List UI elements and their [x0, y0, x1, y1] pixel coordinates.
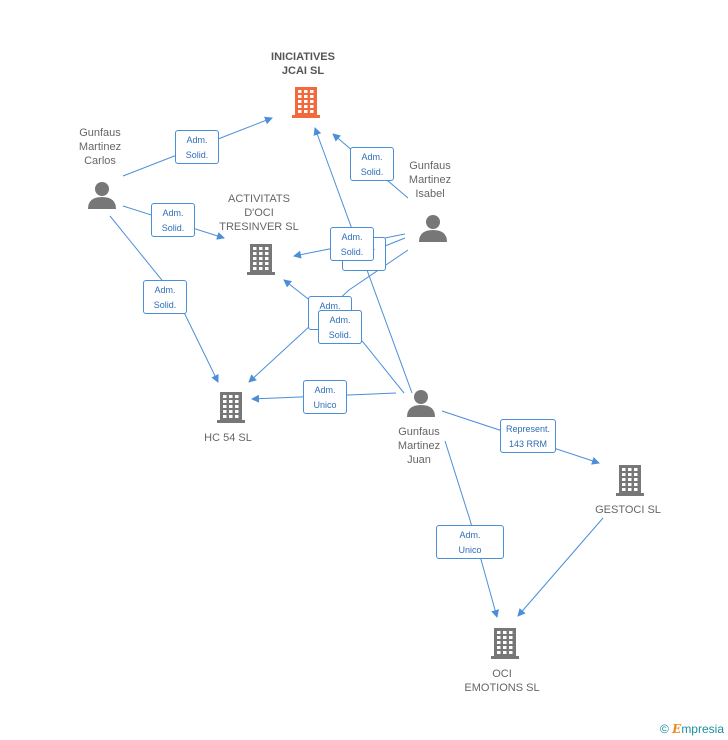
node-label-line: INICIATIVES	[271, 51, 335, 63]
edge-label-text: Solid.	[328, 330, 352, 340]
edge-label-text: Unico	[458, 545, 482, 555]
edge-label-text: Adm.	[162, 208, 184, 218]
person-icon[interactable]	[419, 215, 447, 242]
node-label-activitats[interactable]: ACTIVITATS D'OCI TRESINVER SL	[219, 192, 298, 234]
node-label-line: OCI	[492, 668, 512, 680]
node-label-line: Carlos	[84, 155, 116, 167]
edge-label-box[interactable]: Adm. Unico	[303, 380, 347, 414]
node-label-line: JCAI SL	[281, 65, 325, 77]
edge-label-text: Represent.	[506, 424, 551, 434]
node-label-line: Gunfaus	[398, 426, 440, 438]
node-label-gestoci[interactable]: GESTOCI SL	[595, 503, 661, 517]
node-label-line: Isabel	[415, 188, 445, 200]
edge-label-text: Solid.	[185, 150, 209, 160]
node-label-line: GESTOCI SL	[595, 504, 661, 516]
node-label-line: Gunfaus	[79, 127, 121, 139]
person-icon[interactable]	[88, 182, 116, 209]
node-label-line: Martinez	[408, 174, 452, 186]
edge-label-text: Adm.	[341, 232, 363, 242]
node-label-line: HC 54 SL	[204, 432, 252, 444]
edge-label-box[interactable]: Adm. Solid.	[151, 203, 195, 237]
brand-text: mpresia	[681, 722, 724, 736]
node-label-line: Gunfaus	[409, 160, 451, 172]
edge-label-text: 143 RRM	[509, 439, 548, 449]
edge-label-box[interactable]: Adm. Solid.	[318, 310, 362, 344]
edge-line	[248, 249, 409, 383]
building-icon[interactable]	[217, 392, 245, 423]
node-label-oci[interactable]: OCI EMOTIONS SL	[464, 667, 539, 695]
edge-label-text: Solid.	[153, 300, 177, 310]
building-icon[interactable]	[491, 628, 519, 659]
edge-label-text: Adm.	[361, 152, 383, 162]
edge-line	[517, 517, 604, 617]
edge-lines	[109, 116, 604, 618]
node-icons	[88, 87, 644, 659]
node-label-line: TRESINVER SL	[219, 221, 299, 233]
edge-label-text: Solid.	[340, 247, 364, 257]
edge-label-text: Solid.	[360, 167, 384, 177]
edge-label-box[interactable]: Represent. 143 RRM	[500, 419, 557, 453]
node-label-line: Martinez	[397, 440, 441, 452]
edge-label-text: Adm.	[314, 385, 336, 395]
node-label-line: EMOTIONS SL	[464, 682, 540, 694]
node-label-iniciatives[interactable]: INICIATIVES JCAI SL	[271, 50, 335, 78]
copyright-symbol: ©	[659, 722, 669, 736]
edge-label-box[interactable]: Adm. Unico	[436, 525, 504, 559]
person-icon[interactable]	[407, 390, 435, 417]
edge-label-text: Adm.	[186, 135, 208, 145]
edge-label-text: Adm.	[319, 301, 341, 311]
edge-label-box[interactable]: Adm. Solid.	[143, 280, 187, 314]
edge-label-text: Adm.	[459, 530, 481, 540]
building-icon[interactable]	[616, 465, 644, 496]
node-label-line: ACTIVITATS	[228, 193, 290, 205]
node-label-line: Martinez	[78, 141, 122, 153]
edge-label-text: Adm.	[329, 315, 351, 325]
node-label-hc54[interactable]: HC 54 SL	[204, 431, 252, 445]
edge-label-box[interactable]: Adm. Solid.	[175, 130, 219, 164]
node-label-line: Juan	[407, 454, 431, 466]
edge-label-box[interactable]: Adm. Solid.	[330, 227, 374, 261]
edge-label-box[interactable]: Adm. Solid.	[350, 147, 394, 181]
empresia-logo: © Empresia	[660, 722, 724, 736]
brand-e: E	[672, 722, 682, 736]
building-icon[interactable]	[292, 87, 320, 118]
edge-label-text: Solid.	[161, 223, 185, 233]
node-label-line: D'OCI	[244, 207, 274, 219]
edge-line	[444, 440, 499, 618]
edge-label-text: Adm.	[154, 285, 176, 295]
edge-label-text: Unico	[313, 400, 337, 410]
building-icon[interactable]	[247, 244, 275, 275]
